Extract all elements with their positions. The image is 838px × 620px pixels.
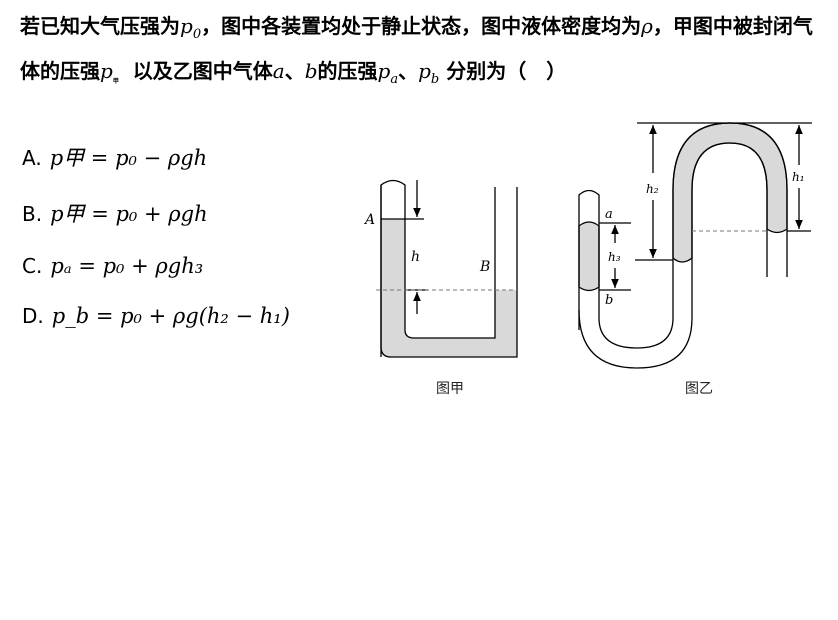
label-a: a xyxy=(605,207,613,222)
gas-a: a xyxy=(272,59,285,83)
q-text: ，甲图中被封闭气体的压强 xyxy=(20,14,813,83)
option-c[interactable]: C. pₐ = p₀ + ρgh₃ xyxy=(22,254,203,278)
option-label: C. xyxy=(22,254,43,278)
label-b: b xyxy=(605,293,613,308)
gas-b: b xyxy=(304,59,318,83)
pjia: p xyxy=(100,59,113,83)
q-text: 若已知大气压强为 xyxy=(20,14,180,38)
option-expr: p_b = p₀ + ρg(h₂ − h₁) xyxy=(51,304,290,328)
option-a[interactable]: A. p甲 = p₀ − ρgh xyxy=(22,142,207,172)
option-expr: p甲 = p₀ + ρgh xyxy=(50,202,208,226)
option-label: D. xyxy=(22,304,44,328)
option-expr: p甲 = p₀ − ρgh xyxy=(49,146,208,170)
option-label: B. xyxy=(22,202,43,226)
label-h: h xyxy=(411,249,420,265)
pb-sub: b xyxy=(430,72,440,87)
caption-yi: 图乙 xyxy=(685,381,713,397)
pa: p xyxy=(377,59,391,83)
label-B: B xyxy=(479,259,490,275)
label-h2: h₂ xyxy=(646,182,659,196)
q-text: ，图中各装置均处于静止状态，图中液体密度均为 xyxy=(201,14,642,38)
pjia-sub: 甲 xyxy=(112,78,119,85)
sep: 、 xyxy=(284,59,305,83)
p0-sub: 0 xyxy=(192,27,202,42)
q-text: 分别为（ ） xyxy=(446,59,567,83)
option-expr: pₐ = p₀ + ρgh₃ xyxy=(50,254,204,278)
rho: ρ xyxy=(641,14,653,38)
figure-jia: A h B 图甲 xyxy=(363,179,518,397)
pb: p xyxy=(418,59,431,83)
figure-yi: a b h₃ h₂ h₁ 图乙 xyxy=(578,122,812,397)
pa-sub: a xyxy=(390,72,399,87)
q-text: 以及乙图中气体 xyxy=(132,59,273,83)
label-h3: h₃ xyxy=(608,250,621,264)
label-A: A xyxy=(363,212,375,228)
q-text: 的压强 xyxy=(317,59,378,83)
option-b[interactable]: B. p甲 = p₀ + ρgh xyxy=(22,198,208,228)
sep: 、 xyxy=(398,59,419,83)
option-label: A. xyxy=(22,146,42,170)
label-h1: h₁ xyxy=(792,170,805,184)
caption-jia: 图甲 xyxy=(436,381,464,397)
p0: p xyxy=(180,14,193,38)
option-d[interactable]: D. p_b = p₀ + ρg(h₂ − h₁) xyxy=(22,304,290,328)
question-text: 若已知大气压强为p0，图中各装置均处于静止状态，图中液体密度均为ρ，甲图中被封闭… xyxy=(20,8,830,100)
